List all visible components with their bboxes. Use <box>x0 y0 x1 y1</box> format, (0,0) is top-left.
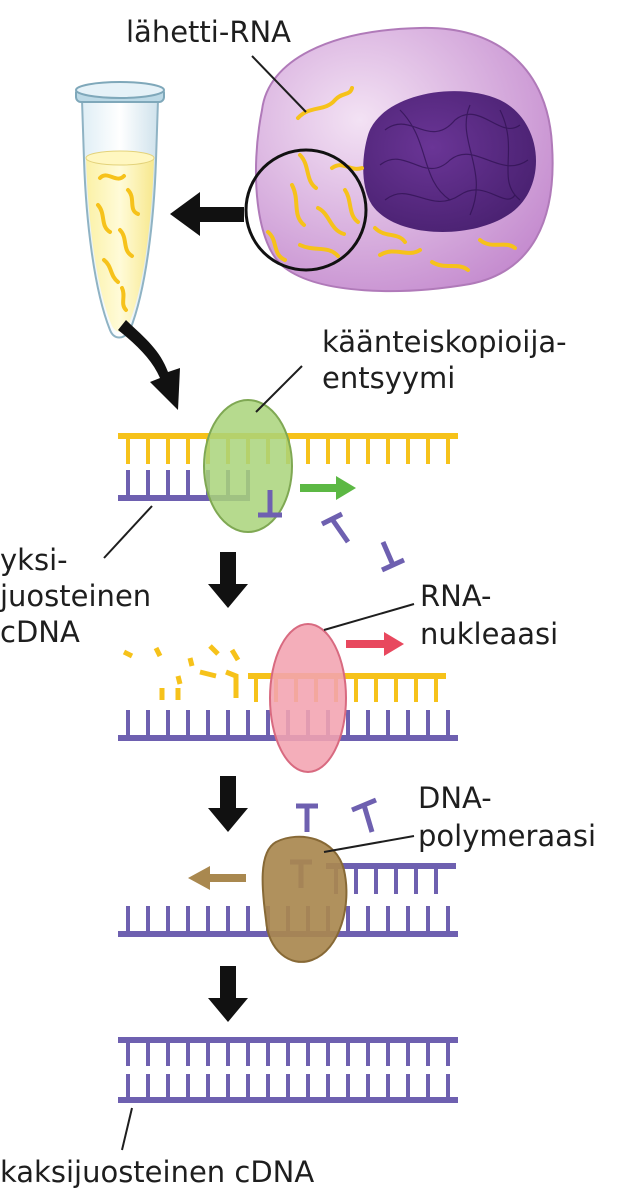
magnifier-circle <box>244 148 368 272</box>
rnase-arrow-icon <box>346 632 404 656</box>
curved-arrow-icon <box>118 320 180 410</box>
down-arrow-icon-3 <box>208 966 248 1022</box>
label-rt-line1: käänteiskopioija- <box>322 325 567 359</box>
leader-pol <box>323 835 415 853</box>
dna-bases-3-new <box>334 866 438 894</box>
stage-4 <box>118 1037 458 1103</box>
label-ds: kaksijuosteinen cDNA <box>0 1155 314 1189</box>
polymerase-arrow-icon <box>188 866 246 890</box>
nucleus <box>363 91 537 232</box>
rt-arrow-icon <box>300 476 356 500</box>
polymerase-enzyme-icon <box>261 835 348 963</box>
arrow-icon <box>170 192 244 236</box>
cell <box>244 26 554 293</box>
leader-mrna <box>251 55 307 113</box>
label-ss-line2: juosteinen <box>0 579 151 613</box>
test-tube-icon <box>75 81 165 339</box>
label-pol-line2: polymeraasi <box>418 819 596 853</box>
label-mrna: lähetti-RNA <box>126 15 291 49</box>
down-arrow-icon-1 <box>208 552 248 608</box>
label-rt-line2: entsyymi <box>322 361 455 395</box>
mrna-strands-cell <box>266 86 517 272</box>
rna-fragments <box>122 644 241 700</box>
stage-2 <box>118 623 458 773</box>
nucleotide-icon <box>258 490 406 573</box>
enzyme-icon <box>203 399 293 533</box>
leader-ss <box>103 505 153 559</box>
stage-1 <box>118 399 458 573</box>
label-pol-line1: DNA- <box>418 781 492 815</box>
down-arrow-icon-2 <box>208 776 248 832</box>
label-rnase-line2: nukleaasi <box>420 617 558 651</box>
leader-ds <box>121 1107 133 1151</box>
rnase-enzyme-icon <box>269 623 347 773</box>
chromatin <box>379 104 529 216</box>
mrna-strands-tube <box>96 173 140 312</box>
stage-3 <box>118 797 458 963</box>
label-ss-line3: cDNA <box>0 615 80 649</box>
label-ss-line1: yksi- <box>0 543 68 577</box>
dna-bases-4-top <box>126 1040 450 1066</box>
dna-bases-4-bottom <box>126 1074 450 1100</box>
label-rnase-line1: RNA- <box>420 579 492 613</box>
leader-rnase <box>323 603 415 631</box>
leader-rt <box>255 365 303 413</box>
